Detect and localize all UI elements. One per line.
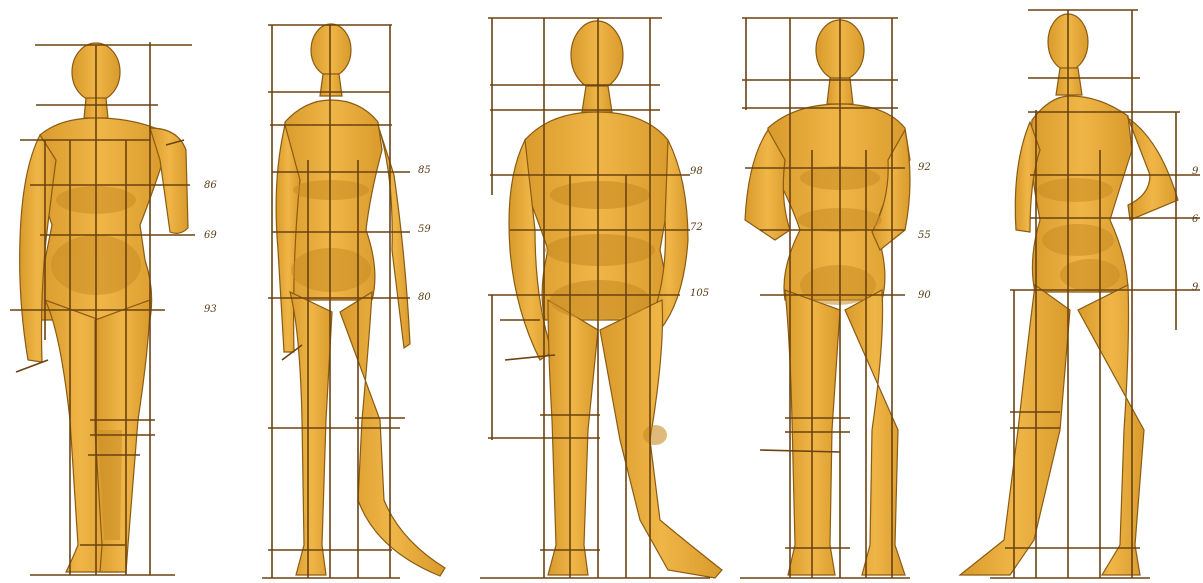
figure-5: 9 6 9 — [960, 10, 1200, 578]
figure-1: 86 69 93 — [10, 42, 217, 575]
figure-1-bust-label: 86 — [204, 180, 217, 191]
figure-3-waist-label: 72 — [690, 222, 703, 233]
figure-4-bust-label: 92 — [918, 162, 931, 173]
figure-3: 98 72 105 — [480, 18, 722, 578]
figure-3-bust-label: 98 — [690, 166, 703, 177]
figure-4-hip-label: 90 — [918, 290, 931, 301]
figure-5-body — [960, 14, 1178, 575]
figure-5-bust-label: 9 — [1192, 166, 1199, 177]
figure-5-hip-label: 9 — [1192, 282, 1199, 293]
figure-3-hip-label: 105 — [690, 288, 709, 299]
figure-2: 85 59 80 — [262, 24, 445, 578]
figure-1-hip-label: 93 — [204, 304, 217, 315]
figure-5-waist-label: 6 — [1192, 214, 1199, 225]
figure-2-hip-label: 80 — [418, 292, 431, 303]
figure-1-waist-label: 69 — [204, 230, 217, 241]
figure-2-bust-label: 85 — [418, 165, 431, 176]
figure-4-waist-label: 55 — [918, 230, 931, 241]
figure-2-waist-label: 59 — [418, 224, 431, 235]
figure-4: 92 55 90 — [740, 18, 931, 578]
